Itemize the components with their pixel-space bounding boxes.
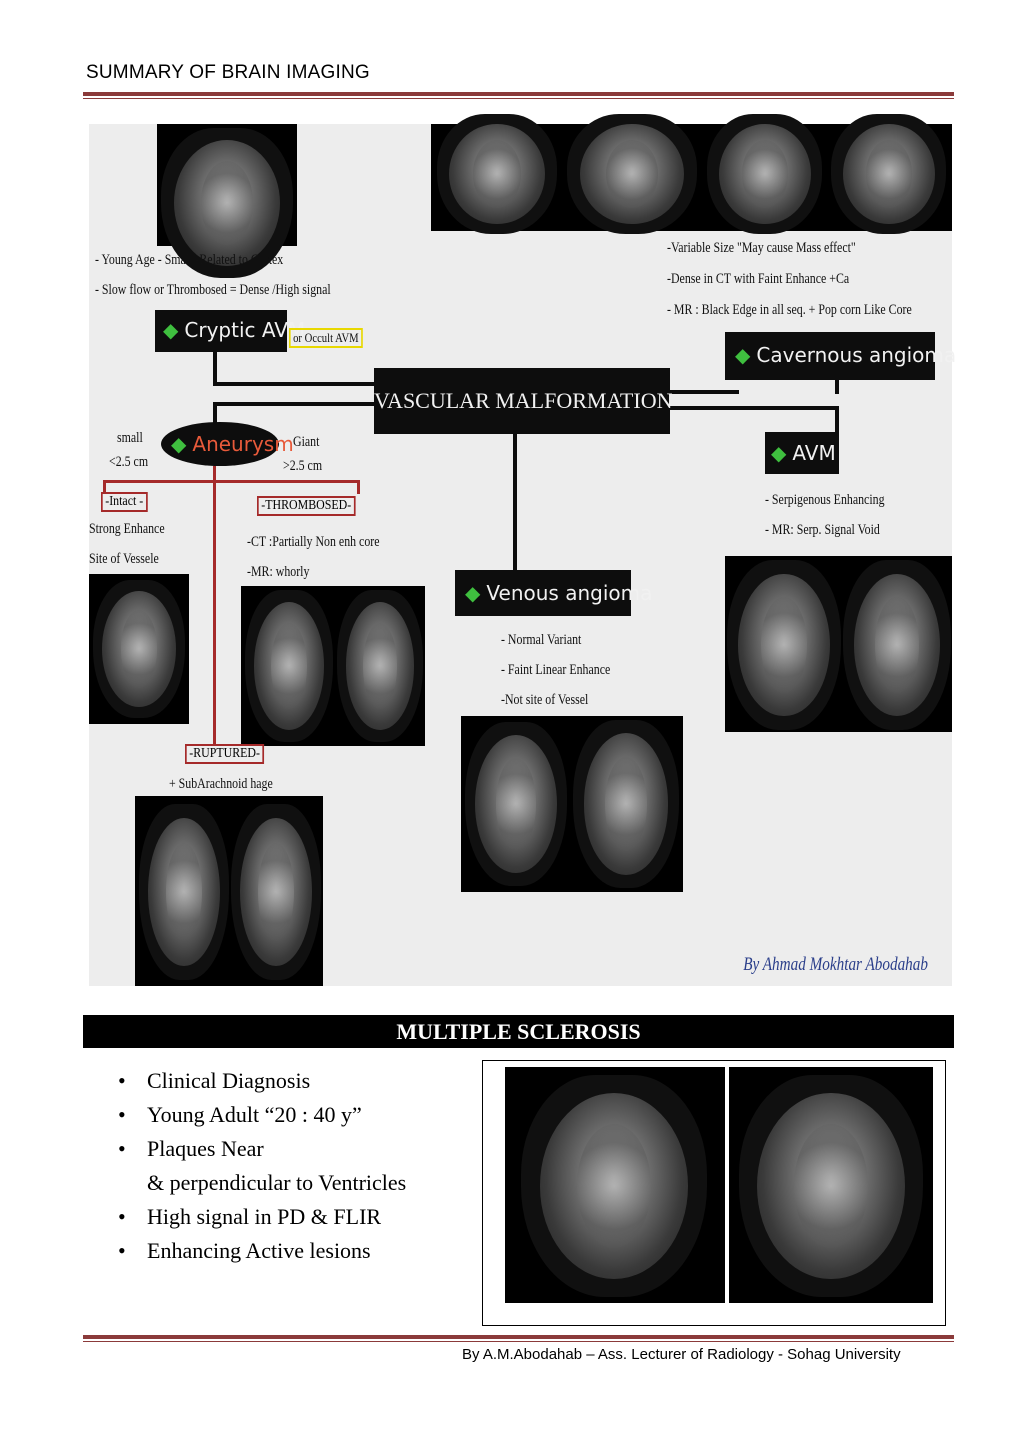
ms-section-title: MULTIPLE SCLEROSIS	[83, 1015, 954, 1048]
venous-note-2: - Faint Linear Enhance	[501, 662, 611, 678]
red-connector	[103, 480, 106, 494]
aneurysm-giant-label: Giant	[293, 434, 320, 450]
cavernous-note-1: -Variable Size "May cause Mass effect"	[667, 240, 856, 256]
connector-line	[513, 434, 517, 570]
connector-line	[835, 378, 839, 394]
thrombosed-aneurysm-scans	[241, 586, 425, 746]
list-item: Young Adult “20 : 40 y”	[118, 1098, 406, 1132]
thrombosed-note-2: -MR: whorly	[247, 564, 310, 580]
poster-signature: By Ahmad Mokhtar Abodahab	[743, 954, 928, 975]
aneurysm-small-label: small	[117, 430, 143, 446]
venous-note-1: - Normal Variant	[501, 632, 582, 648]
header-rule	[83, 92, 954, 99]
ms-mri-figure	[482, 1060, 946, 1326]
red-connector	[103, 480, 359, 483]
occult-avm-label: or Occult AVM	[289, 328, 363, 348]
venous-angioma-box: ◆Venous angioma	[455, 570, 652, 616]
footer-rule	[83, 1335, 954, 1342]
ruptured-note-1: + SubArachnoid hage	[169, 776, 273, 792]
venous-angioma-scans	[461, 716, 683, 892]
avm-box: ◆AVM	[765, 432, 839, 474]
aneurysm-ruptured-label: -RUPTURED-	[185, 744, 265, 764]
list-item: Clinical Diagnosis	[118, 1064, 406, 1098]
ms-mri-scan-left	[505, 1067, 725, 1303]
vascular-malformation-poster: - Young Age - Small -Related to Cortex -…	[89, 114, 956, 986]
aneurysm-intact-label: -Intact -	[101, 492, 148, 512]
cavernous-angioma-box: ◆Cavernous angioma	[725, 332, 956, 380]
list-item: High signal in PD & FLIR	[118, 1200, 406, 1234]
cavernous-angioma-scans	[431, 114, 952, 234]
cryptic-note-1: - Young Age - Small -Related to Cortex	[95, 252, 284, 268]
ms-bullet-list: Clinical Diagnosis Young Adult “20 : 40 …	[118, 1064, 406, 1268]
vascular-malformation-title: VASCULAR MALFORMATION	[374, 368, 672, 434]
aneurysm-thrombosed-label: -THROMBOSED-	[257, 496, 356, 516]
intact-note-2: Site of Vessele	[89, 551, 159, 567]
cryptic-avm-box: ◆Cryptic AVM	[155, 310, 305, 352]
aneurysm-giant-size: >2.5 cm	[283, 458, 323, 474]
venous-note-3: -Not site of Vessel	[501, 692, 589, 708]
avm-note-2: - MR: Serp. Signal Void	[765, 522, 880, 538]
red-connector	[357, 480, 360, 494]
intact-aneurysm-scan	[89, 574, 189, 724]
list-item: Enhancing Active lesions	[118, 1234, 406, 1268]
avm-scans	[725, 556, 952, 732]
thrombosed-note-1: -CT :Partially Non enh core	[247, 534, 380, 550]
ruptured-aneurysm-scans	[135, 796, 323, 986]
cavernous-note-3: - MR : Black Edge in all seq. + Pop corn…	[667, 302, 912, 318]
cavernous-note-2: -Dense in CT with Faint Enhance +Ca	[667, 271, 850, 287]
ms-mri-scan-right	[729, 1067, 933, 1303]
connector-line	[669, 406, 839, 410]
connector-line	[835, 406, 839, 434]
connector-line	[213, 402, 217, 430]
connector-line	[213, 352, 217, 384]
avm-note-1: - Serpigenous Enhancing	[765, 492, 885, 508]
aneurysm-small-size: <2.5 cm	[109, 454, 149, 470]
connector-line	[213, 382, 377, 386]
aneurysm-box: ◆Aneurysm	[161, 422, 294, 466]
connector-line	[669, 390, 739, 394]
list-item: Plaques Near	[118, 1132, 406, 1166]
red-connector	[213, 466, 216, 746]
page-header-title: SUMMARY OF BRAIN IMAGING	[86, 62, 370, 83]
list-item-continuation: & perpendicular to Ventricles	[147, 1170, 407, 1195]
cryptic-note-2: - Slow flow or Thrombosed = Dense /High …	[95, 282, 331, 298]
footer-credit: By A.M.Abodahab – Ass. Lecturer of Radio…	[462, 1346, 901, 1363]
intact-note-1: Strong Enhance	[89, 521, 165, 537]
cryptic-avm-scan	[157, 124, 297, 278]
connector-line	[213, 402, 377, 406]
